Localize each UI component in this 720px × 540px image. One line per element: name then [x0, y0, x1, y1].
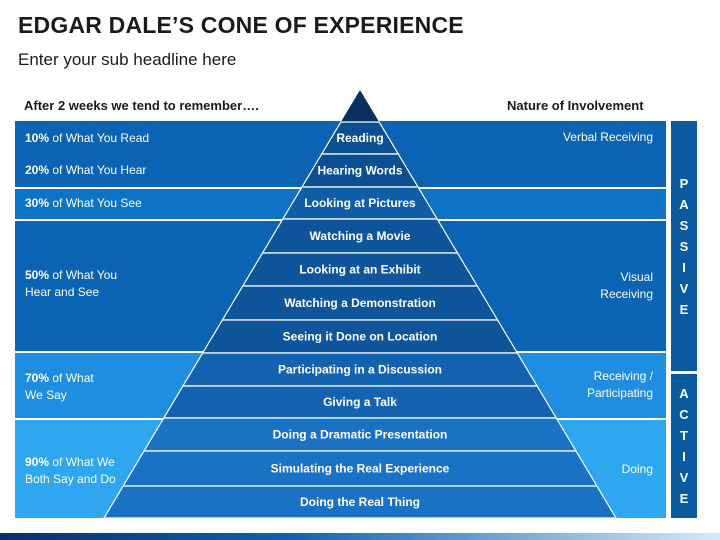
remember-text: of What You: [49, 268, 118, 282]
cone-layer-label: Watching a Demonstration: [284, 296, 436, 310]
involvement-text: Visual: [620, 270, 653, 284]
cone-layer-label: Hearing Words: [317, 164, 402, 178]
cone-layer-label: Participating in a Discussion: [278, 363, 442, 377]
active-letter: C: [679, 407, 689, 422]
passive-letter: A: [679, 196, 689, 212]
remember-text: of What: [49, 371, 94, 385]
remember-label-30: 30% of What You See: [25, 195, 142, 212]
remember-percent: 10%: [25, 131, 50, 145]
remember-label-50: 50% of What You Hear and See: [25, 267, 117, 301]
passive-letter: S: [679, 217, 689, 233]
remember-percent: 20%: [25, 163, 50, 177]
cone-layer-label: Looking at Pictures: [304, 196, 416, 210]
involvement-text: Receiving /: [593, 369, 653, 383]
involvement-text-line2: Receiving: [600, 287, 653, 301]
remember-column-heading: After 2 weeks we tend to remember….: [24, 98, 259, 113]
remember-text-line2: Both Say and Do: [25, 472, 116, 486]
cone-layer-label: Seeing it Done on Location: [283, 330, 438, 344]
footer-gradient-bar: [0, 533, 720, 540]
remember-label-20: 20% of What You Hear: [25, 162, 146, 179]
cone-layer-label: Doing a Dramatic Presentation: [273, 428, 448, 442]
passive-letter: S: [679, 238, 689, 254]
involvement-doing: Doing: [622, 461, 653, 478]
involvement-column-heading: Nature of Involvement: [507, 98, 644, 113]
remember-percent: 70%: [25, 371, 50, 385]
cone-layer-label: Reading: [336, 131, 383, 145]
cone-layer-label: Watching a Movie: [310, 229, 411, 243]
involvement-text: Verbal Receiving: [562, 130, 653, 144]
cone-layer-label: Looking at an Exhibit: [299, 263, 420, 277]
remember-text: of What You Read: [49, 131, 150, 145]
page-subtitle: Enter your sub headline here: [18, 50, 237, 69]
involvement-visual-receiving: Visual Receiving: [600, 269, 653, 303]
cone-layer: [102, 485, 618, 519]
remember-percent: 90%: [25, 455, 50, 469]
active-letter: A: [679, 386, 689, 401]
involvement-text-line2: Participating: [586, 386, 653, 400]
remember-label-10: 10% of What You Read: [25, 130, 149, 147]
remember-text: of What You See: [49, 196, 142, 210]
cone-layer-label: Doing the Real Thing: [300, 495, 420, 509]
remember-label-70: 70% of What We Say: [25, 370, 94, 404]
remember-text-line2: Hear and See: [25, 285, 100, 299]
active-letter: E: [679, 491, 689, 506]
involvement-verbal-receiving: Verbal Receiving: [563, 129, 653, 146]
remember-text: of What We: [49, 455, 115, 469]
active-letter: V: [679, 470, 689, 485]
passive-letter: I: [682, 259, 686, 275]
active-letter: T: [680, 428, 688, 443]
page-title: EDGAR DALE’S CONE OF EXPERIENCE: [18, 12, 464, 38]
cone-layer-label: Simulating the Real Experience: [271, 462, 450, 476]
passive-letter: P: [679, 175, 689, 191]
remember-percent: 30%: [25, 196, 50, 210]
remember-text-line2: We Say: [25, 388, 67, 402]
cone-layer-label: Giving a Talk: [323, 395, 397, 409]
cone-apex: [340, 90, 380, 122]
involvement-text: Doing: [621, 462, 653, 476]
active-letter: I: [682, 449, 686, 464]
remember-text: of What You Hear: [49, 163, 147, 177]
remember-percent: 50%: [25, 268, 50, 282]
passive-letter: E: [679, 301, 689, 317]
passive-letter: V: [679, 280, 689, 296]
remember-label-90: 90% of What We Both Say and Do: [25, 454, 116, 488]
involvement-receiving-participating: Receiving / Participating: [587, 368, 653, 402]
